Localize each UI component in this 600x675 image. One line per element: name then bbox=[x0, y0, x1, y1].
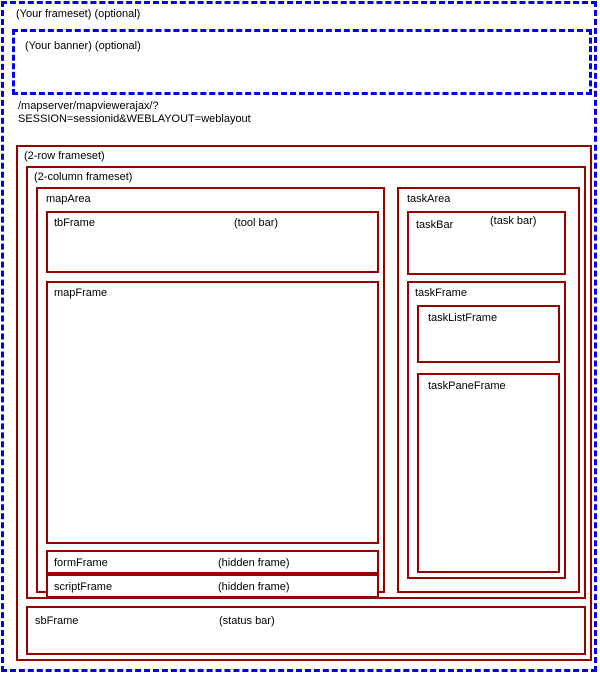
sb-frame-note: (status bar) bbox=[219, 615, 275, 627]
frameset-2row-label: (2-row frameset) bbox=[24, 150, 105, 162]
task-bar-note: (task bar) bbox=[490, 215, 537, 227]
sb-frame-label: sbFrame bbox=[35, 615, 79, 627]
task-list-frame-label: taskListFrame bbox=[428, 312, 498, 324]
task-frame-label: taskFrame bbox=[415, 287, 467, 299]
request-url-line-1: /mapserver/mapviewerajax/? bbox=[18, 100, 159, 112]
map-area-frame: mapArea tbFrame (tool bar) mapFrame form… bbox=[36, 187, 385, 598]
map-frame: mapFrame bbox=[46, 281, 379, 544]
form-frame-label: formFrame bbox=[54, 557, 108, 569]
task-list-frame: taskListFrame bbox=[417, 305, 560, 363]
task-frame: taskFrame taskListFrame taskPaneFrame bbox=[407, 281, 566, 579]
task-area-frame: taskArea taskBar (task bar) taskFrame ta… bbox=[397, 187, 580, 593]
script-frame-label: scriptFrame bbox=[54, 581, 113, 593]
banner-frame: (Your banner) (optional) bbox=[12, 29, 592, 95]
form-frame-note: (hidden frame) bbox=[218, 557, 290, 569]
request-url-line-2: SESSION=sessionid&WEBLAYOUT=weblayout bbox=[18, 113, 251, 125]
task-area-label: taskArea bbox=[407, 193, 451, 205]
sb-frame: sbFrame (status bar) bbox=[26, 606, 586, 655]
form-frame: formFrame (hidden frame) bbox=[46, 550, 379, 574]
frameset-2col: (2-column frameset) mapArea tbFrame (too… bbox=[26, 166, 586, 599]
request-url-caption: /mapserver/mapviewerajax/? SESSION=sessi… bbox=[18, 100, 251, 126]
task-pane-frame-label: taskPaneFrame bbox=[428, 380, 506, 392]
task-bar-label: taskBar bbox=[416, 219, 454, 231]
task-pane-frame: taskPaneFrame bbox=[417, 373, 560, 573]
banner-frame-label: (Your banner) (optional) bbox=[25, 40, 141, 52]
frameset-2row: (2-row frameset) (2-column frameset) map… bbox=[16, 145, 592, 661]
script-frame-note: (hidden frame) bbox=[218, 581, 290, 593]
map-area-label: mapArea bbox=[46, 193, 91, 205]
script-frame: scriptFrame (hidden frame) bbox=[46, 574, 379, 598]
task-bar-frame: taskBar (task bar) bbox=[407, 211, 566, 275]
tb-frame: tbFrame (tool bar) bbox=[46, 211, 379, 273]
frameset-2col-label: (2-column frameset) bbox=[34, 171, 133, 183]
tb-frame-note: (tool bar) bbox=[234, 217, 279, 229]
outer-frameset-label: (Your frameset) (optional) bbox=[16, 8, 141, 20]
tb-frame-label: tbFrame bbox=[54, 217, 95, 229]
map-frame-label: mapFrame bbox=[54, 287, 108, 299]
